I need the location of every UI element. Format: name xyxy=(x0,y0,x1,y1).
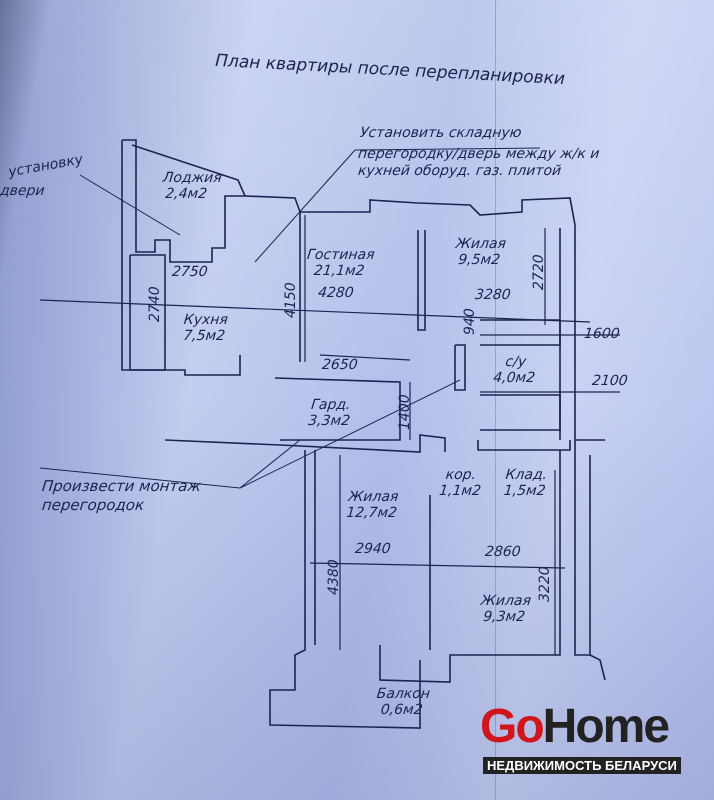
gohome-logo-subtitle: НЕДВИЖИМОСТЬ БЕЛАРУСИ xyxy=(483,757,681,774)
dim-3220: 3220 xyxy=(537,566,553,602)
dim-4280: 4280 xyxy=(317,285,355,301)
dim-2100: 2100 xyxy=(591,373,629,389)
dim-2650: 2650 xyxy=(321,357,359,373)
note-partitions-line2: перегородок xyxy=(41,496,146,514)
paper-fold xyxy=(495,0,496,800)
leader-lines xyxy=(39,147,541,489)
note-fold-door-line3: кухней оборуд. газ. плитой xyxy=(357,163,563,179)
note-left-cut-line2: двери xyxy=(0,183,46,199)
dim-4380: 4380 xyxy=(326,559,342,595)
dim-2750: 2750 xyxy=(171,264,209,280)
walls xyxy=(121,139,606,729)
dim-3280: 3280 xyxy=(474,287,512,303)
dim-940: 940 xyxy=(462,308,478,335)
dimension-lines xyxy=(39,215,620,655)
dim-4150: 4150 xyxy=(283,282,299,318)
dim-2720: 2720 xyxy=(531,254,547,290)
dim-1600: 1600 xyxy=(583,326,621,342)
dim-1400: 1400 xyxy=(397,394,413,430)
note-fold-door-line2: перегородку/дверь между ж/к и xyxy=(357,146,601,162)
room-corridor: кор.1,1м2 xyxy=(438,467,482,499)
dim-2860: 2860 xyxy=(484,544,522,560)
gohome-logo: GoHome xyxy=(480,700,670,753)
dim-2940: 2940 xyxy=(354,541,392,557)
room-storage: Клад.1,5м2 xyxy=(502,467,548,499)
note-partitions-line1: Произвести монтаж xyxy=(41,477,202,495)
dim-2740: 2740 xyxy=(147,286,163,322)
room-wardrobe: Гард.3,3м2 xyxy=(307,397,352,429)
note-fold-door-line1: Установить складную xyxy=(359,125,523,141)
